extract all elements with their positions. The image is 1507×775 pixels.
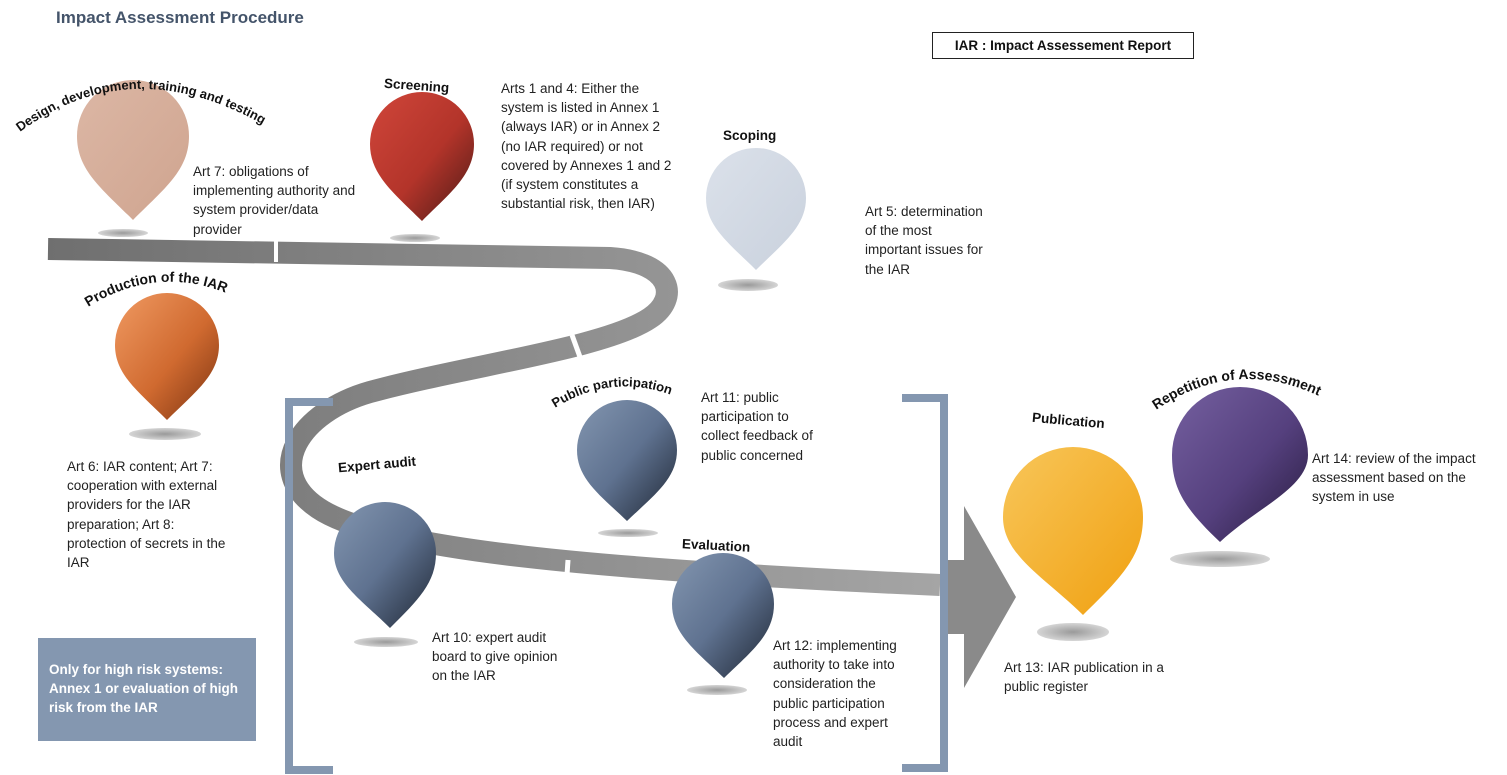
- desc-line: Art 10: expert audit: [432, 630, 547, 645]
- desc-line: cooperation with external: [67, 478, 218, 494]
- shadow: [129, 428, 201, 440]
- desc-line: Art 11: public: [701, 390, 779, 405]
- desc-line: covered by Annexes 1 and 2: [501, 157, 672, 173]
- desc-line: Arts 1 and 4: Either the: [501, 81, 640, 96]
- desc-line: public register: [1004, 679, 1089, 695]
- left-bracket: [285, 398, 333, 774]
- desc-line: (no IAR required) or not: [501, 138, 643, 154]
- desc-line: Art 7: obligations of: [193, 164, 309, 179]
- repetition-description: Art 14: review of the impact assessment …: [1312, 449, 1476, 507]
- path-gap: [563, 559, 571, 591]
- shadow: [98, 229, 148, 237]
- path-gap: [569, 334, 583, 358]
- stage-label-scoping: Scoping: [723, 128, 777, 143]
- legend-box: IAR : Impact Assessement Report: [932, 32, 1194, 59]
- desc-line: protection of secrets in the: [67, 535, 226, 551]
- high-risk-note: Only for high risk systems: Annex 1 or e…: [38, 638, 256, 741]
- shadow: [390, 234, 440, 242]
- design-description: Art 7: obligations of implementing autho…: [193, 162, 355, 239]
- desc-line: consideration the: [773, 676, 876, 692]
- desc-line: board to give opinion: [432, 649, 558, 665]
- desc-line: system provider/data: [193, 202, 319, 218]
- desc-line: (always IAR) or in Annex 2: [501, 119, 661, 135]
- shadow: [1037, 623, 1109, 641]
- shadow: [718, 279, 778, 291]
- desc-line: preparation; Art 8:: [67, 516, 175, 532]
- desc-line: Art 6: IAR content; Art 7:: [67, 459, 213, 474]
- public-participation-description: Art 11: public participation to collect …: [701, 388, 813, 465]
- production-description: Art 6: IAR content; Art 7: cooperation w…: [67, 457, 225, 572]
- desc-line: Art 5: determination: [865, 204, 983, 219]
- shadow: [598, 529, 658, 537]
- right-bracket: [902, 394, 948, 772]
- publication-description: Art 13: IAR publication in a public regi…: [1004, 658, 1164, 696]
- expert-audit-marker-icon: [334, 502, 436, 628]
- desc-line: audit: [773, 734, 803, 750]
- path-arrow-head: [940, 506, 1016, 688]
- desc-line: substantial risk, then IAR): [501, 196, 655, 212]
- desc-line: participation to: [701, 409, 789, 425]
- scoping-marker-icon: [705, 147, 806, 270]
- public-participation-marker-icon: [577, 400, 677, 521]
- desc-line: important issues for: [865, 242, 983, 258]
- desc-line: provider: [193, 221, 242, 237]
- legend-text: IAR : Impact Assessement Report: [954, 38, 1172, 53]
- shadow: [1170, 551, 1270, 567]
- expert-audit-description: Art 10: expert audit board to give opini…: [432, 628, 557, 686]
- desc-line: authority to take into: [773, 657, 895, 673]
- desc-line: process and expert: [773, 714, 888, 730]
- design-marker-icon: [77, 80, 189, 220]
- publication-marker-icon: [1003, 447, 1143, 615]
- desc-line: on the IAR: [432, 668, 496, 684]
- desc-line: public participation: [773, 695, 885, 711]
- process-path: [47, 238, 1016, 688]
- screening-description: Arts 1 and 4: Either the system is liste…: [501, 79, 671, 213]
- desc-line: the IAR: [865, 261, 911, 277]
- desc-line: IAR: [67, 555, 90, 571]
- evaluation-description: Art 12: implementing authority to take i…: [773, 636, 897, 751]
- desc-line: Art 12: implementing: [773, 638, 897, 653]
- repetition-marker-icon: [1172, 387, 1308, 542]
- screening-marker-icon: [370, 92, 474, 221]
- desc-line: public concerned: [701, 447, 804, 463]
- desc-line: system is listed in Annex 1: [501, 100, 660, 116]
- scoping-description: Art 5: determination of the most importa…: [865, 202, 983, 279]
- shadow: [354, 637, 418, 647]
- desc-line: collect feedback of: [701, 428, 813, 444]
- desc-line: (if system constitutes a: [501, 177, 639, 193]
- desc-line: system in use: [1312, 489, 1395, 505]
- process-path-line: [47, 238, 941, 596]
- desc-line: Art 14: review of the impact: [1312, 451, 1476, 466]
- desc-line: implementing authority and: [193, 183, 356, 199]
- shadow: [687, 685, 747, 695]
- desc-line: of the most: [865, 223, 932, 239]
- desc-line: assessment based on the: [1312, 470, 1466, 486]
- evaluation-marker-icon: [672, 553, 774, 678]
- desc-line: providers for the IAR: [67, 497, 191, 513]
- desc-line: Art 13: IAR publication in a: [1004, 660, 1164, 675]
- page-title: Impact Assessment Procedure: [56, 8, 304, 27]
- production-marker-icon: [115, 293, 219, 420]
